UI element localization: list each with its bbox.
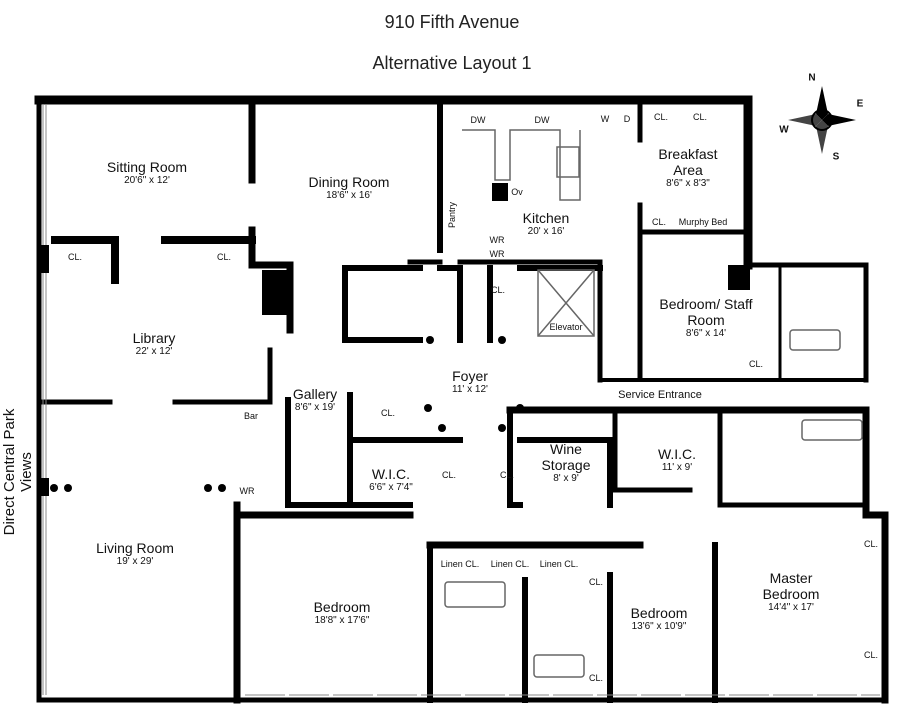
- closet-label: CL.: [863, 539, 879, 549]
- closet-label: CL.: [588, 577, 604, 587]
- closet-label: CL.: [499, 470, 515, 480]
- park-views-label: Direct Central Park Views: [1, 408, 35, 536]
- plan-subtitle: Alternative Layout 1: [372, 53, 532, 73]
- compass-n: N: [808, 72, 816, 84]
- wine-rack-label: WR: [239, 486, 255, 496]
- room-wic-1: W.I.C.6'6" x 7'4": [369, 466, 413, 494]
- closet-label: CL.: [748, 359, 764, 369]
- linen-closet-label: Linen CL.: [490, 559, 530, 569]
- dishwasher-label: DW: [534, 115, 550, 125]
- outer-wall-staff: [745, 262, 869, 383]
- closet-label: CL.: [67, 252, 83, 262]
- wine-rack-label: WR: [489, 249, 505, 259]
- closet-label: CL.: [651, 217, 667, 227]
- oven-label: Ov: [511, 187, 523, 197]
- compass-rose: [788, 86, 856, 154]
- closet-label: CL.: [653, 112, 669, 122]
- dishwasher-label: DW: [470, 115, 486, 125]
- closet-label: CL.: [216, 252, 232, 262]
- closet-label: CL.: [588, 673, 604, 683]
- compass-s: S: [832, 151, 840, 163]
- linen-closet-label: Linen CL.: [440, 559, 480, 569]
- wine-rack-label: WR: [489, 235, 505, 245]
- pantry-label: Pantry: [447, 201, 457, 229]
- washer-label: W: [600, 114, 610, 124]
- closet-label: CL.: [692, 112, 708, 122]
- dryer-label: D: [623, 114, 631, 124]
- closet-label: CL.: [863, 650, 879, 660]
- linen-closet-label: Linen CL.: [539, 559, 579, 569]
- elevator-label: Elevator: [549, 322, 583, 332]
- outer-wall-master: [506, 406, 889, 704]
- compass-w: W: [779, 124, 789, 136]
- service-entrance-label: Service Entrance: [618, 389, 702, 401]
- compass-e: E: [856, 98, 864, 110]
- closet-label: CL.: [490, 285, 506, 295]
- plan-title: 910 Fifth Avenue: [384, 12, 520, 32]
- bar-label: Bar: [243, 411, 259, 421]
- closet-label: CL.: [380, 408, 396, 418]
- room-wic-2: W.I.C.11' x 9': [657, 446, 697, 474]
- closet-label: CL.: [441, 470, 457, 480]
- outer-wall-top: [34, 95, 753, 270]
- murphy-bed-label: Murphy Bed: [678, 217, 728, 227]
